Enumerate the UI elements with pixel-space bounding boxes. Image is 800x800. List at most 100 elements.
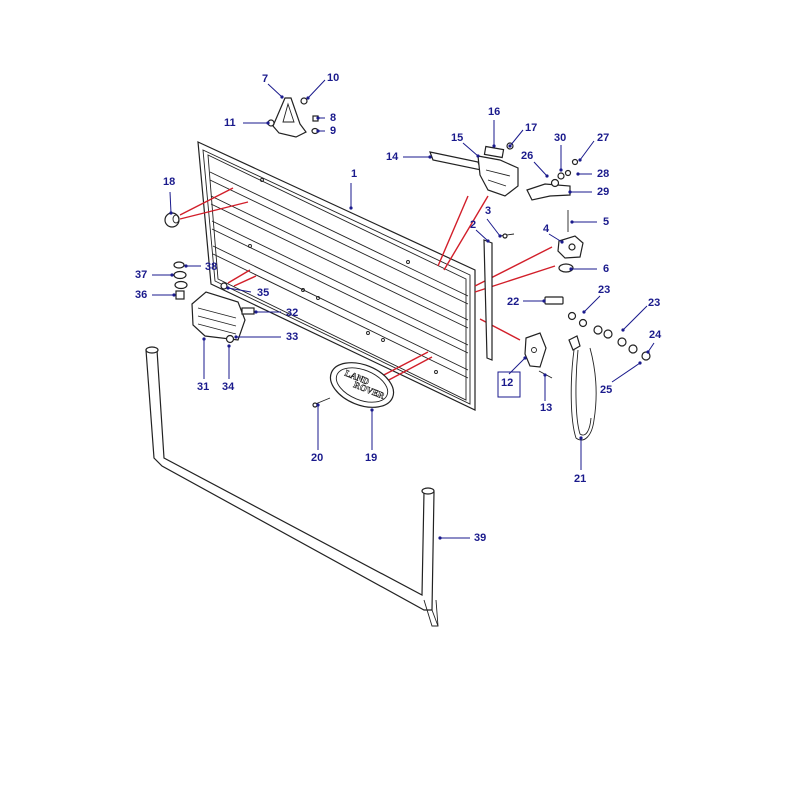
leader-line-c27 — [579, 140, 595, 161]
callout-c5: 5 — [603, 216, 609, 228]
leader-dot-c32 — [254, 310, 258, 314]
callout-c21: 21 — [574, 473, 586, 485]
leader-dot-c36 — [172, 293, 176, 297]
leader-dot-c8 — [316, 116, 320, 120]
leader-line-c24 — [647, 342, 655, 353]
leader-line-c18 — [169, 191, 172, 214]
callout-c27: 27 — [597, 132, 609, 144]
leader-dot-c13 — [543, 373, 547, 377]
leader-dot-c24 — [646, 350, 650, 354]
leader-dot-c27 — [578, 158, 582, 162]
callout-c31: 31 — [197, 381, 209, 393]
callout-c10: 10 — [327, 72, 339, 84]
callout-c18: 18 — [163, 176, 175, 188]
callout-c4: 4 — [543, 223, 550, 235]
callout-c16: 16 — [488, 106, 500, 118]
fixings-22-25 — [544, 296, 651, 361]
leader-dot-c3 — [498, 234, 502, 238]
leader-line-c7 — [267, 83, 283, 98]
leader-dot-c28 — [576, 172, 580, 176]
callout-c3: 3 — [485, 205, 491, 217]
callout-c25: 25 — [600, 384, 612, 396]
check-cable-21 — [568, 335, 597, 441]
leader-line-c15 — [462, 142, 479, 157]
hinge-bracket — [526, 158, 579, 201]
callout-c35: 35 — [257, 287, 269, 299]
leader-dot-c34 — [227, 344, 231, 348]
stopper-4 — [557, 210, 584, 273]
leader-dot-c4 — [560, 240, 564, 244]
leader-line-c23a — [583, 295, 601, 313]
leader-dot-c17 — [508, 144, 512, 148]
callout-labels: 1234567891011121314151617181920212223232… — [135, 72, 662, 544]
leader-line-c25 — [611, 362, 641, 383]
leader-dot-c9 — [316, 129, 320, 133]
leader-dot-c37 — [170, 273, 174, 277]
callout-box-12 — [497, 371, 521, 398]
callout-c26: 26 — [521, 150, 533, 162]
leader-dot-c25 — [638, 361, 642, 365]
leader-dot-c39 — [438, 536, 442, 540]
leader-dot-c22 — [542, 299, 546, 303]
leader-dot-c20 — [316, 403, 320, 407]
leader-dot-c38 — [184, 264, 188, 268]
callout-c1: 1 — [351, 168, 357, 180]
callout-c6: 6 — [603, 263, 609, 275]
callout-c32: 32 — [286, 307, 298, 319]
leader-dot-c11 — [266, 121, 270, 125]
leader-dot-c1 — [349, 206, 353, 210]
lamp-housing-31 — [191, 282, 255, 344]
leader-dot-c16 — [492, 144, 496, 148]
callout-c7: 7 — [262, 73, 268, 85]
leader-line-c12 — [508, 357, 526, 375]
leader-dot-c6 — [569, 267, 573, 271]
leader-dot-c21 — [579, 436, 583, 440]
leader-dot-c19 — [370, 408, 374, 412]
callout-c24: 24 — [649, 329, 662, 341]
leader-dot-c12 — [523, 356, 527, 360]
leader-line-c4 — [548, 233, 563, 243]
leader-dot-c14 — [428, 155, 432, 159]
callout-c22: 22 — [507, 296, 519, 308]
leader-line-c2 — [475, 229, 489, 242]
leader-line-c23b — [622, 305, 648, 331]
callout-c39: 39 — [474, 532, 486, 544]
leader-dot-c10 — [306, 96, 310, 100]
callout-c37: 37 — [135, 269, 147, 281]
leader-line-c17 — [509, 129, 524, 147]
leader-dot-c29 — [568, 190, 572, 194]
fixings-36-38 — [173, 261, 188, 300]
leader-dot-c15 — [476, 154, 480, 158]
callout-c33: 33 — [286, 331, 298, 343]
callout-c36: 36 — [135, 289, 147, 301]
callout-c11: 11 — [224, 117, 236, 129]
leader-dot-c31 — [202, 337, 206, 341]
leader-dot-c26 — [545, 174, 549, 178]
callout-c30: 30 — [554, 132, 566, 144]
leader-line-c35 — [227, 287, 252, 293]
callout-c14: 14 — [386, 151, 399, 163]
callout-c15: 15 — [451, 132, 463, 144]
leader-dot-c2 — [486, 239, 490, 243]
callout-c8: 8 — [330, 112, 336, 124]
callout-c23b: 23 — [648, 297, 660, 309]
callout-c9: 9 — [330, 125, 336, 137]
callout-c19: 19 — [365, 452, 377, 464]
callout-c13: 13 — [540, 402, 552, 414]
leader-line-c10 — [307, 79, 326, 99]
callout-c17: 17 — [525, 122, 537, 134]
leader-line-c3 — [486, 218, 501, 237]
leader-dot-c18 — [169, 211, 173, 215]
callout-c29: 29 — [597, 186, 609, 198]
leader-dot-c35 — [226, 286, 230, 290]
buffer-18 — [164, 212, 180, 228]
leader-dot-c5 — [570, 220, 574, 224]
tailgate-grille — [197, 141, 476, 411]
callout-c12: 12 — [501, 377, 513, 389]
bracket-7 — [267, 97, 319, 138]
leader-dot-c33 — [234, 335, 238, 339]
leader-dot-c30 — [559, 168, 563, 172]
callout-c23a: 23 — [598, 284, 610, 296]
leader-dot-c23a — [582, 310, 586, 314]
